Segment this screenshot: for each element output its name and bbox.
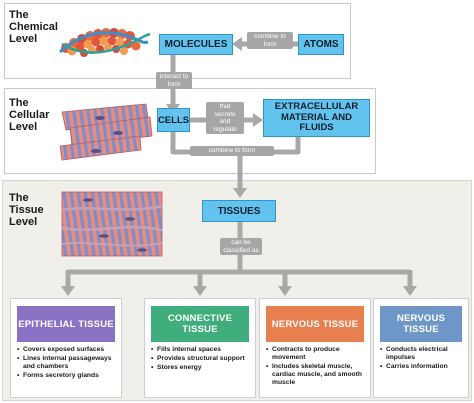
- cells-illustration: [59, 103, 153, 161]
- muscle-tissue-card: NERVOUS TISSUE Contracts to produce move…: [259, 298, 371, 398]
- list-item: Stores energy: [151, 364, 250, 372]
- tissue-fiber-seam-3: [61, 242, 163, 247]
- secrete-regulate-label: that secrete and regulate: [206, 102, 244, 134]
- tissues-box: TISSUES: [202, 200, 276, 222]
- arrowhead-connective: [193, 286, 207, 296]
- list-item: Fills internal spaces: [151, 346, 250, 354]
- dna-strand-blue: [58, 31, 149, 54]
- atoms-box: ATOMS: [298, 34, 344, 55]
- cellular-level-title: The Cellular Level: [9, 97, 50, 133]
- molecules-box: MOLECULES: [159, 34, 233, 55]
- muscle-tissue-list: Contracts to produce movement Includes s…: [260, 342, 370, 387]
- chemical-level-title: The Chemical Level: [9, 9, 58, 45]
- arrowhead-extracellular: [253, 113, 263, 127]
- nervous-tissue-card: NERVOUS TISSUE Conducts electrical impul…: [373, 298, 469, 398]
- list-item: Carries information: [380, 363, 463, 371]
- connective-tissue-list: Fills internal spaces Provides structura…: [145, 342, 255, 372]
- cell-nucleus-1: [95, 116, 105, 120]
- epithelial-tissue-title: EPITHELIAL TISSUE: [17, 306, 115, 342]
- connective-tissue-card: CONNECTIVE TISSUE Fills internal spaces …: [144, 298, 256, 398]
- combine-to-form-label-top: combine to form: [247, 32, 293, 49]
- tissue-nucleus-4: [137, 248, 147, 252]
- nervous-tissue-list: Conducts electrical impulses Carries inf…: [374, 342, 468, 371]
- list-item: Covers exposed surfaces: [17, 346, 116, 354]
- tissue-nucleus-2: [125, 217, 135, 221]
- cell-nucleus-3: [91, 149, 101, 153]
- extracellular-box: EXTRACELLULAR MATERIAL AND FLUIDS: [263, 99, 370, 137]
- muscle-tissue-title: NERVOUS TISSUE: [266, 306, 364, 342]
- list-item: Contracts to produce movement: [266, 346, 365, 362]
- classified-as-label: can be classified as: [220, 238, 262, 255]
- tissue-level-title: The Tissue Level: [9, 192, 44, 228]
- tissue-fiber-seam-2: [61, 225, 163, 232]
- arrowhead-nervous: [403, 286, 417, 296]
- epithelial-tissue-list: Covers exposed surfaces Lines internal p…: [11, 342, 121, 380]
- combine-to-form-label-bottom: combine to form: [190, 146, 274, 156]
- cell-shape-front: [59, 135, 142, 161]
- interact-to-form-label: interact to form: [156, 72, 192, 89]
- dna-strand-teal: [61, 32, 151, 54]
- arrowhead-tissues-top: [233, 188, 247, 198]
- arrowhead-muscle: [278, 286, 292, 296]
- list-item: Provides structural support: [151, 355, 250, 363]
- cells-box: CELLS: [157, 108, 190, 132]
- nervous-tissue-title: NERVOUS TISSUE: [380, 306, 462, 342]
- cell-shape-middle: [69, 116, 153, 147]
- connective-tissue-title: CONNECTIVE TISSUE: [151, 306, 249, 342]
- tissue-nucleus-1: [83, 198, 93, 202]
- list-item: Lines internal passageways and chambers: [17, 355, 116, 371]
- list-item: Includes skeletal muscle, cardiac muscle…: [266, 363, 365, 387]
- arrowhead-epithelial: [61, 286, 75, 296]
- molecule-illustration: [58, 28, 151, 57]
- epithelial-tissue-card: EPITHELIAL TISSUE Covers exposed surface…: [10, 298, 122, 398]
- tissue-nucleus-3: [99, 234, 109, 238]
- tissue-illustration: [61, 191, 163, 257]
- list-item: Forms secretory glands: [17, 372, 116, 380]
- tissue-fiber-seam-1: [61, 204, 163, 212]
- arrowhead-molecules: [232, 37, 242, 51]
- cell-nucleus-2: [113, 131, 123, 135]
- list-item: Conducts electrical impulses: [380, 346, 463, 362]
